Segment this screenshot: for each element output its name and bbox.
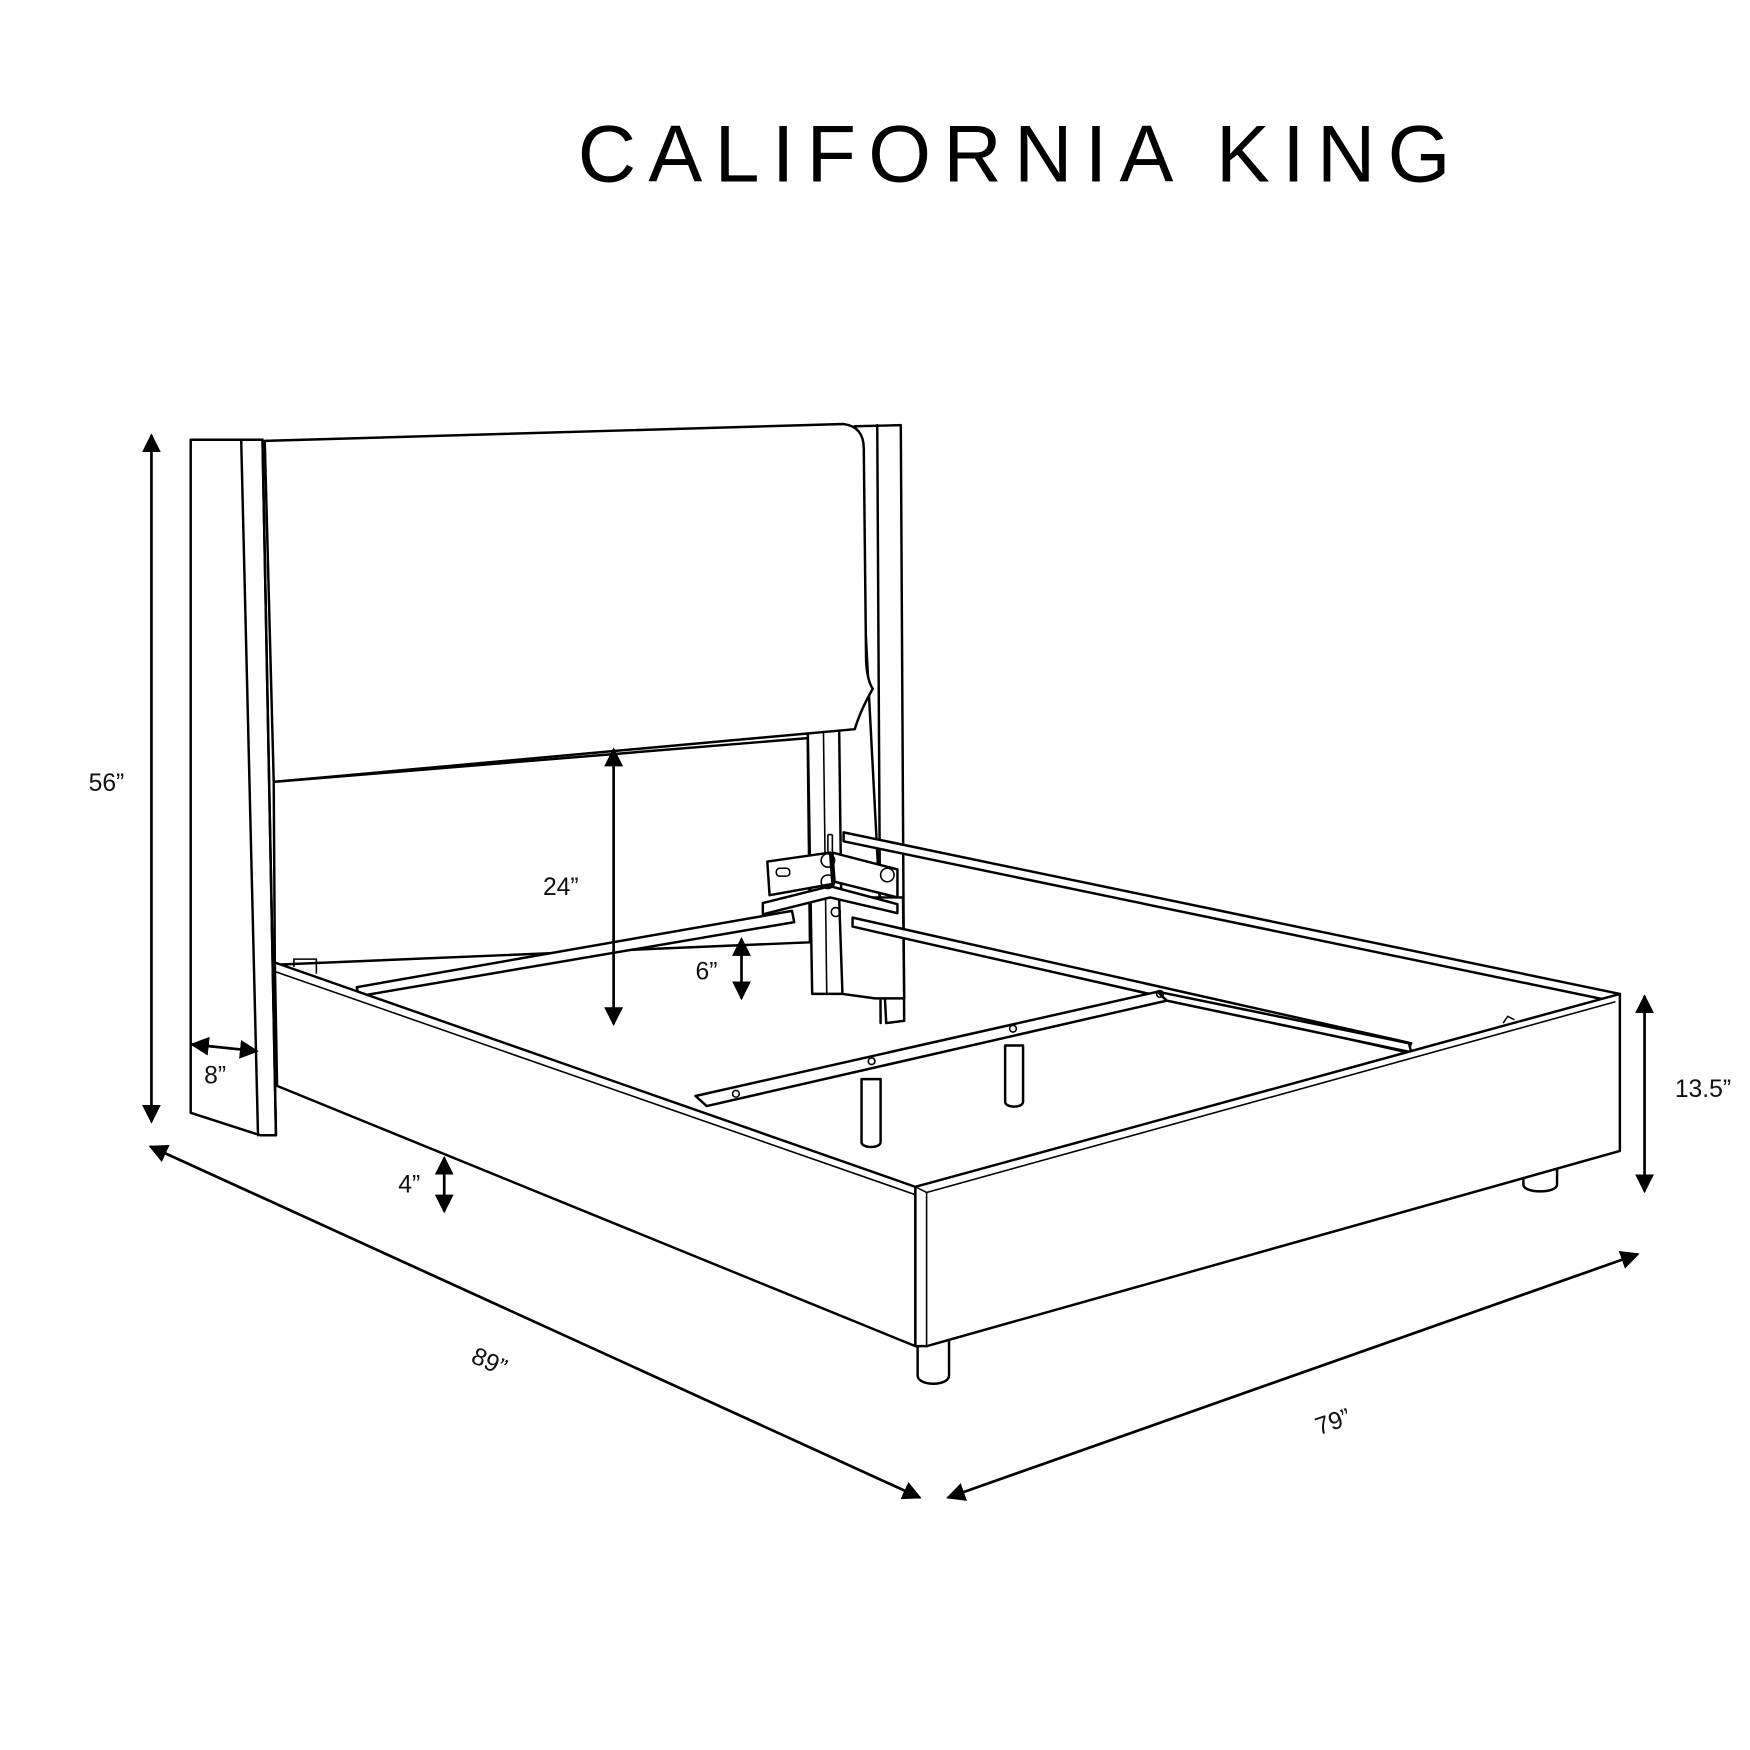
- dimension-lines: [142, 433, 1654, 1501]
- dimension-label-rail-clearance: 6”: [696, 958, 718, 985]
- dimension-label-footboard-height: 13.5”: [1675, 1076, 1731, 1103]
- dimension-label-leg-height: 4”: [398, 1171, 420, 1198]
- dimension-label-wing-depth: 8”: [204, 1063, 226, 1090]
- headboard: [189, 422, 906, 1137]
- dimension-label-width: 79”: [1312, 1404, 1354, 1441]
- page-title: CALIFORNIA KING: [578, 110, 1463, 200]
- corner-bracket: [761, 833, 899, 918]
- dimension-label-length: 89”: [467, 1343, 511, 1382]
- dimension-label-headboard-clearance: 24”: [543, 874, 579, 901]
- dimension-label-overall-height: 56”: [89, 770, 125, 797]
